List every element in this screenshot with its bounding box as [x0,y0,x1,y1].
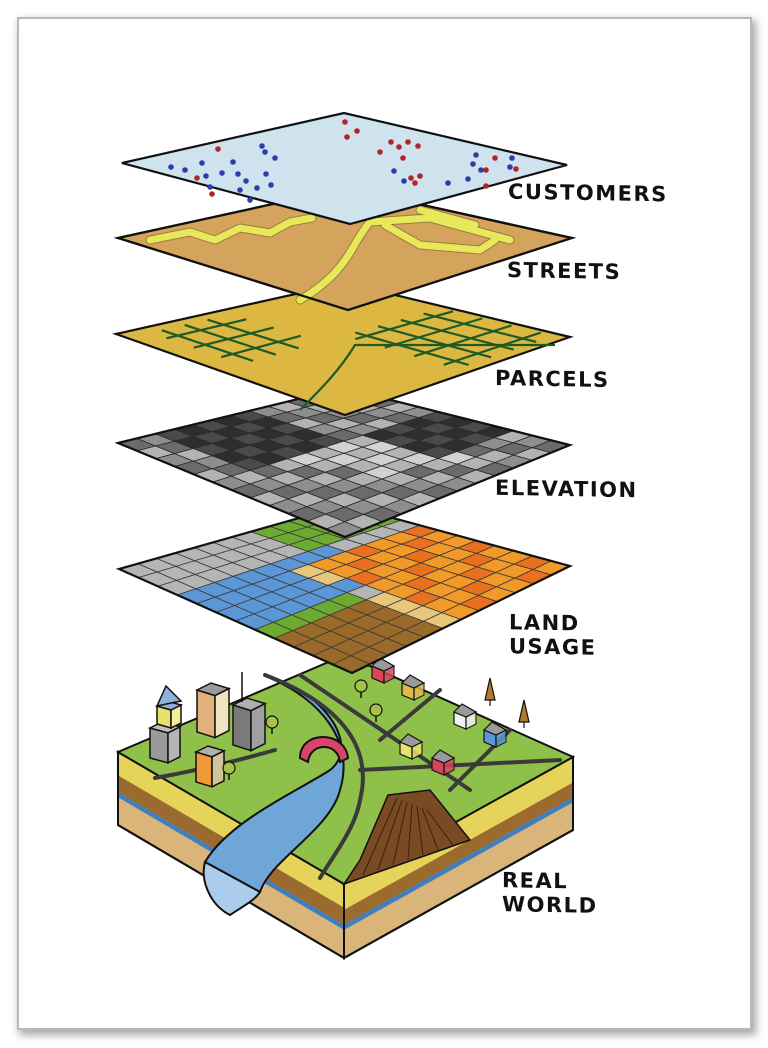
building-tower [194,682,232,739]
customer-dot-blue [259,143,265,149]
layer-label-land-usage: LAND USAGE [509,610,597,660]
road [358,758,562,772]
customer-dot-blue [199,160,205,166]
customer-dot-blue [207,184,213,190]
pine-tree [484,677,496,706]
street [381,221,499,254]
layer-parcels [112,281,574,417]
customer-dot-red [209,191,215,197]
customer-dot-blue [243,178,249,184]
customer-dot-red [483,167,489,173]
street [366,214,514,244]
road [263,673,365,880]
customer-dot-blue [391,168,397,174]
customer-dot-red [388,139,394,145]
customer-dot-blue [237,187,243,193]
customer-dot-red [415,143,421,149]
house-red-2 [430,749,456,776]
customer-dot-red [408,175,414,181]
customer-dot-red [405,139,411,145]
customer-dot-red [492,155,498,161]
layer-customers [121,111,568,226]
tree [369,703,383,722]
customer-dot-blue [401,178,407,184]
building-skyscraper [230,697,268,752]
customer-dot-blue [203,173,209,179]
road [378,688,442,742]
layer-streets [113,186,577,312]
customer-dot-red [215,146,221,152]
pine-tree [518,699,530,728]
layer-label-elevation: ELEVATION [495,475,638,503]
house-yellow-1 [400,674,426,701]
customer-dot-blue [254,185,260,191]
customer-dot-blue [272,155,278,161]
house-yellow-2 [398,733,424,760]
customer-dot-red [354,128,360,134]
farm-field [342,789,472,886]
customer-dot-red [400,155,406,161]
customer-dot-blue [263,171,269,177]
customer-dot-blue [470,161,476,167]
customer-dot-blue [465,176,471,182]
tree [265,715,279,734]
customer-dot-red [377,149,383,155]
layer-real-world [115,653,576,960]
customer-dot-red [194,175,200,181]
layer-label-real-world: REAL WORLD [502,868,598,918]
customer-dot-blue [268,182,274,188]
building-orange [193,745,227,789]
customer-dot-blue [507,164,513,170]
layer-label-streets: STREETS [507,258,622,284]
layer-label-parcels: PARCELS [495,365,610,393]
customer-dot-blue [509,155,515,161]
customer-dot-red [344,134,350,140]
customer-dot-blue [168,164,174,170]
customer-dot-red [483,183,489,189]
bridge [298,736,350,764]
customer-dot-blue [247,197,253,203]
customer-dot-red [412,180,418,186]
street [416,206,479,229]
building-base [147,721,183,765]
customer-dot-blue [182,167,188,173]
customer-dot-red [396,144,402,150]
customer-dot-blue [235,171,241,177]
tree [354,679,368,698]
house-blue [482,721,508,748]
customer-dot-blue [478,167,484,173]
customer-dot-red [513,166,519,172]
street [146,214,316,244]
customer-dot-blue [230,159,236,165]
layer-label-customers: CUSTOMERS [508,179,668,207]
customer-dot-blue [219,170,225,176]
customer-dot-blue [445,180,451,186]
street [296,218,374,304]
customer-dot-red [417,173,423,179]
customer-dot-blue [262,149,268,155]
tree [222,761,236,780]
customer-dot-blue [473,152,479,158]
customer-dot-red [342,119,348,125]
house-white [452,703,478,730]
